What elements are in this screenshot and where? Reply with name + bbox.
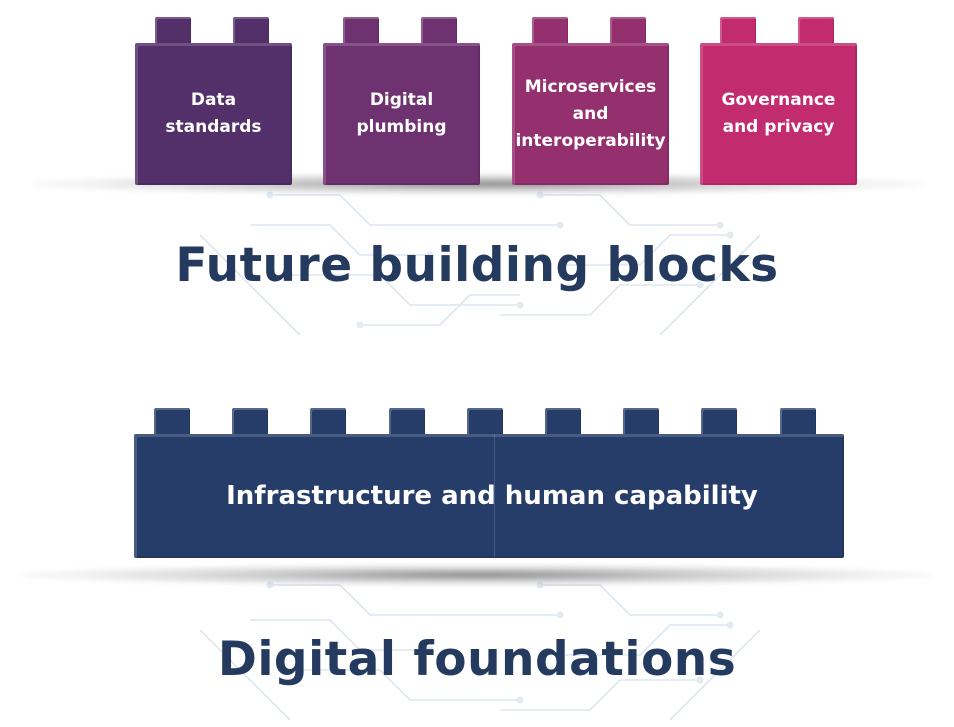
block-seam [494,434,495,558]
future-building-blocks-title: Future building blocks [175,238,779,293]
stud [343,17,379,44]
stud [155,17,191,44]
stud [720,17,756,44]
block-label: Digital plumbing [323,43,480,185]
foundation-label: Infrastructure and human capability [134,434,844,558]
block-label: Data standards [135,43,292,185]
stud [310,408,347,435]
digital-foundations-title: Digital foundations [217,632,737,687]
stud [388,408,425,435]
stud [701,408,738,435]
stud [232,408,269,435]
stud [779,408,816,435]
stud [466,408,503,435]
stud [610,17,646,44]
stud [154,408,190,435]
stud [532,17,568,44]
foundation-block: Infrastructure and human capability [134,408,844,558]
foundation-shadow [20,564,934,586]
block-label: Microservices and interoperability [512,43,669,185]
stud [421,17,457,44]
stud [233,17,269,44]
stud [545,408,581,435]
stud [623,408,660,435]
block-label: Governance and privacy [700,43,857,185]
stud [798,17,834,44]
